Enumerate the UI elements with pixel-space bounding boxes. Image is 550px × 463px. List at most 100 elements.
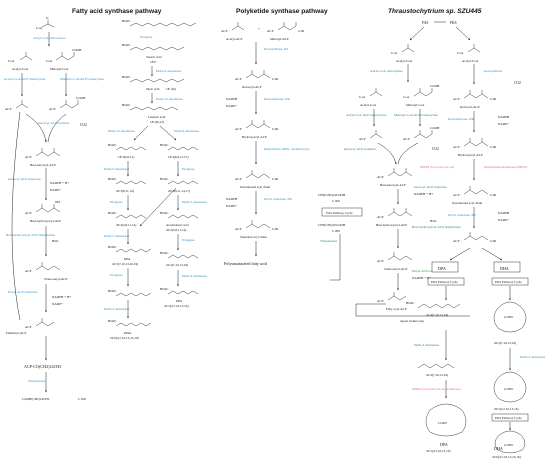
pks-sat-chain: Saturated acyl chain xyxy=(240,235,267,239)
thr-enz-er: Enoyl-ACP reductase xyxy=(412,269,442,273)
thr-pks-tag: PKS xyxy=(450,21,457,25)
svg-text:CoA: CoA xyxy=(403,95,410,99)
thr-fas-tag: FAS xyxy=(422,21,428,25)
svg-text:C2R: C2R xyxy=(490,97,497,101)
thr-pks-nadp-2: NADP+ xyxy=(498,218,509,222)
fas-malonyl-coa-label: Malonyl-CoA xyxy=(50,67,69,71)
desat-enz-elongase-1: Elongase xyxy=(140,35,153,39)
title-thraustochytrium: Thraustochytrium sp. SZU445 xyxy=(388,8,482,15)
fas-beta-hydroxyacyl-label: Beta-hydroxyacyl-ACP xyxy=(30,219,61,223)
thr-dha-final: DHA xyxy=(494,446,503,451)
thr-nadph-2: NADPH + H+ xyxy=(412,276,431,280)
svg-text:ACP: ACP xyxy=(453,97,460,101)
fas-row-coa: CoA Acetyl-CoA CoA COOH Malonyl-CoA xyxy=(8,48,82,71)
svg-text:COOH: COOH xyxy=(430,84,440,88)
svg-text:HO2C: HO2C xyxy=(122,43,131,47)
thr-enz-mat: Malonyl-CoA:ACP transacylase xyxy=(394,113,438,117)
desat-left-enz-elongase-2: Elongase xyxy=(110,273,123,277)
svg-text:HO2C: HO2C xyxy=(122,19,131,23)
thr-enz-acc: acetyl-CoA carboxylase xyxy=(370,69,403,73)
thr-c18: CH3(CH2)16COOH xyxy=(318,223,346,227)
fas-enz-acc: acetyl-CoA carboxylase xyxy=(33,36,66,40)
fas-product: COOH(CH2)14CH3 xyxy=(22,397,50,401)
fas-product-tag: C16:0 xyxy=(78,397,86,401)
svg-text:CO2H: CO2H xyxy=(504,315,513,319)
desat-left-enz-d6: Delta-6 desaturase xyxy=(104,167,130,171)
desat-left-1: 20:3(8,11,14) xyxy=(116,189,134,194)
thr-pks-nadph-2: NADPH xyxy=(498,211,510,215)
svg-text:CO2H: CO2H xyxy=(504,443,513,447)
thr-dha-final-sub: 22:6(4,7,10,13,16,19) xyxy=(492,455,521,460)
desat-enz-d15: Delta-15 desaturase xyxy=(108,129,135,133)
thr-dha-b: 20:5(4,7,10,13,16) xyxy=(494,407,519,412)
svg-text:ACP: ACP xyxy=(235,127,242,131)
thr-dha-box: DHA xyxy=(500,266,509,271)
svg-text:ACP: ACP xyxy=(235,77,242,81)
svg-text:ACP: ACP xyxy=(377,215,384,219)
fas-nadph-1: NADPH + H+ xyxy=(50,181,69,185)
thr-pathway: FAS PKS CoA Acetyl-CoA acetyl-CoA carbox… xyxy=(318,21,546,460)
thr-acetyl-coa-2: Acetyl-CoA xyxy=(360,103,377,107)
thr-enz-pks-dh: DH/PI (2,3-trans-2,2-cis) xyxy=(420,165,454,170)
thr-enz-pks-ks: Ketosynthase xyxy=(484,69,503,73)
fas-beta-ketoacyl: ACP Beta-ketoacyl-ACP xyxy=(25,148,61,167)
pks-enz-er: Enoyl reductase, ER xyxy=(264,197,293,202)
svg-text:ACP: ACP xyxy=(359,137,366,141)
svg-text:HO2C: HO2C xyxy=(108,177,117,181)
thr-dpa-final: DPA xyxy=(440,442,448,447)
thr-co2-2: CO2 xyxy=(514,81,521,85)
thr-pks-cycle-3: PKS Pathway Cycle xyxy=(495,416,522,420)
pks-hydroxyacyl: Hydroxyacyl-ACP xyxy=(242,135,267,139)
thr-trans-enoyl: Trans-enoyl-ACP xyxy=(384,267,407,271)
thr-fas-cycle: FAS Pathway Cycle xyxy=(326,211,353,215)
svg-text:C2R: C2R xyxy=(490,239,497,243)
svg-text:O: O xyxy=(46,16,49,20)
desat-stearic-sub: 18:0 xyxy=(150,60,156,64)
fas-enz-dh: Beta-hydroxyacyl-ACP dehydratase xyxy=(6,233,55,237)
thr-dpa-final-sub: 22:5(4,7,10,13,16) xyxy=(426,449,451,454)
svg-text:C2R: C2R xyxy=(272,227,279,231)
fas-beta-ketoacyl-label: Beta-ketoacyl-ACP xyxy=(30,163,56,167)
pks-nadp-1: NADP+ xyxy=(226,104,237,108)
svg-text:COOH: COOH xyxy=(76,96,86,100)
svg-text:HO2C: HO2C xyxy=(108,289,117,293)
thr-c16-tag: C16:0 xyxy=(332,199,340,203)
thr-pks-keto: Ketoacyl-ACP xyxy=(460,105,480,109)
svg-text:CO2H: CO2H xyxy=(504,387,513,391)
desat-left-0: 18:3(6,9,12) xyxy=(118,155,134,160)
fas-acetyl-coa-label: Acetyl-CoA xyxy=(12,67,29,71)
desat-right-enz-elongase-2: Elongase xyxy=(182,238,195,242)
desat-oleic-sub: 18:1(9) xyxy=(166,87,176,91)
svg-text:CoA: CoA xyxy=(46,59,53,63)
thr-pks-hydroxy: Hydroxyacyl-ACP xyxy=(458,153,483,157)
svg-text:ACP: ACP xyxy=(235,227,242,231)
svg-text:ACP: ACP xyxy=(453,239,460,243)
pks-malonyl-acp: Malonyl-ACP xyxy=(270,37,289,41)
fas-enz-te: Thioesterase xyxy=(28,379,46,383)
svg-text:ACP: ACP xyxy=(453,193,460,197)
fas-beta-hydroxyacyl: ACP OH Beta-hydroxyacyl-ACP xyxy=(25,200,61,223)
fas-pathway: CoA O acetyl-CoA carboxylase CoA Acetyl-… xyxy=(4,16,104,401)
thr-co2-1: CO2 xyxy=(432,147,439,151)
svg-text:CoA: CoA xyxy=(359,95,366,99)
svg-text:HO2C: HO2C xyxy=(160,143,169,147)
thr-enz-pks-er: Enoyl reductase, ER xyxy=(448,213,477,218)
svg-text:HO2C: HO2C xyxy=(160,211,169,215)
svg-text:C2R: C2R xyxy=(490,145,497,149)
svg-text:ACP: ACP xyxy=(221,29,228,33)
svg-text:CoA: CoA xyxy=(36,26,43,30)
thr-dpa-sub: 22:4(7,10,13,16) xyxy=(426,313,448,318)
fas-acyl-acp: ACP Palmitoyl-ACP xyxy=(6,318,55,335)
svg-text:HO2C: HO2C xyxy=(160,287,169,291)
svg-text:CoA: CoA xyxy=(391,51,398,55)
fas-nadp-1: NADP+ xyxy=(50,188,61,192)
thr-enz-te: Thioesterase xyxy=(320,239,338,243)
thr-enz-red2: Dehydratase/isomerase (DH/PI) xyxy=(484,165,527,169)
svg-text:COOH: COOH xyxy=(72,48,82,52)
svg-text:ACP: ACP xyxy=(403,137,410,141)
thr-enz-d4: Delta-4 desaturase xyxy=(414,343,440,347)
fas-co2: CO2 xyxy=(80,123,87,127)
svg-text:C2R: C2R xyxy=(272,127,279,131)
desat-right-dpa: DPA xyxy=(176,299,183,303)
desat-right-dpa-sub: 22:5(4,7,10,13,16) xyxy=(164,304,189,309)
